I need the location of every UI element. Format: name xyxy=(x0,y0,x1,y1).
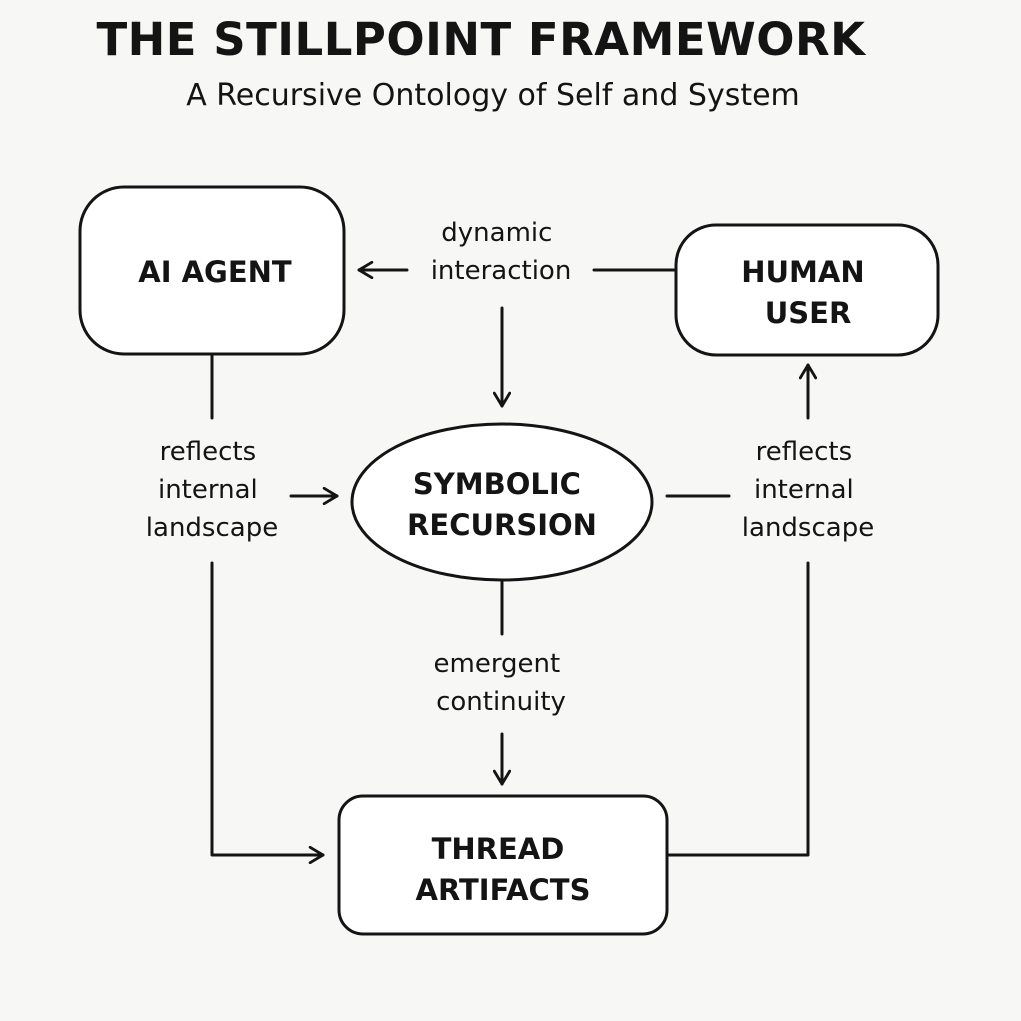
node-human-user: HUMAN USER xyxy=(674,223,940,357)
diagram-subtitle: A Recursive Ontology of Self and System xyxy=(186,78,800,113)
edge-reflects-right: reflects internal landscape xyxy=(665,363,874,857)
edge-label-reflects-left: reflects internal landscape xyxy=(146,437,278,543)
node-ellipse xyxy=(350,422,654,582)
node-ai-agent: AI AGENT xyxy=(78,185,346,356)
node-thread-artifacts: THREAD ARTIFACTS xyxy=(337,794,669,936)
edge-label-dynamic-interaction: dynamic interaction xyxy=(431,218,572,286)
node-label-human-user: HUMAN USER xyxy=(741,255,875,330)
node-box xyxy=(337,794,669,936)
connector-line xyxy=(665,561,810,857)
node-label-thread-artifacts: THREAD ARTIFACTS xyxy=(416,832,591,907)
node-box xyxy=(674,223,940,357)
edge-emergent-continuity: emergent continuity xyxy=(434,578,569,786)
node-symbolic-recursion: SYMBOLIC RECURSION xyxy=(350,422,654,582)
edge-reflects-left: reflects internal landscape xyxy=(146,354,339,855)
edge-dynamic-interaction: dynamic interaction xyxy=(357,218,678,408)
node-label-ai-agent: AI AGENT xyxy=(138,255,292,289)
arrow-to-thread-artifacts xyxy=(210,561,325,855)
node-box xyxy=(78,185,346,356)
edge-label-reflects-right: reflects internal landscape xyxy=(742,437,874,543)
diagram-title: THE STILLPOINT FRAMEWORK xyxy=(96,13,866,66)
edge-label-emergent-continuity: emergent continuity xyxy=(434,649,569,717)
node-label-symbolic-recursion: SYMBOLIC RECURSION xyxy=(407,467,597,542)
